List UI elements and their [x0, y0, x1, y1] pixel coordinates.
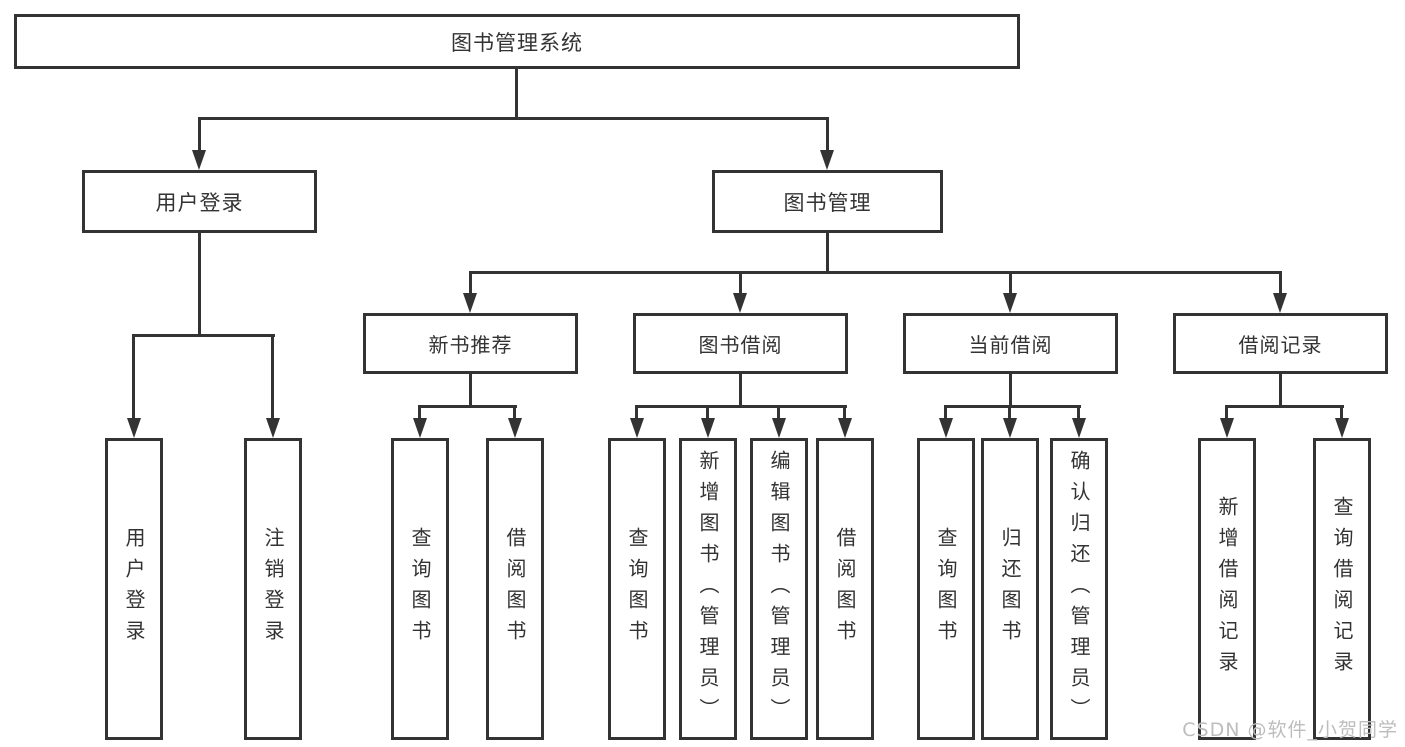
connector-stem [944, 405, 947, 422]
csdn-watermark: CSDN @软件_小贺同学 [1182, 719, 1398, 741]
connector-stem [843, 405, 846, 422]
node-book-management-label: 图书管理 [783, 190, 872, 215]
arrowhead [838, 418, 852, 438]
leaf-label: 新增借阅记录 [1215, 496, 1239, 682]
arrowhead [1220, 418, 1234, 438]
connector-user-login-trunk [198, 231, 201, 337]
connector-current-borrow-trunk [1009, 372, 1012, 408]
arrowhead-new-book-recommend [463, 293, 477, 313]
leaf-label: 归还图书 [998, 527, 1022, 651]
leaf-label: 查询图书 [408, 527, 432, 651]
arrowhead-leaf-user-login [127, 418, 141, 438]
node-current-borrow-label: 当前借阅 [968, 333, 1053, 357]
leaf-query-book-recommend: 查询图书 [391, 438, 449, 740]
arrowhead-leaf-logout [266, 418, 280, 438]
connector-stem [1340, 405, 1343, 422]
node-current-borrow: 当前借阅 [903, 313, 1118, 374]
connector-root-trunk [515, 68, 518, 119]
connector-stem [1225, 405, 1228, 422]
arrowhead-book-management [820, 150, 834, 170]
connector-root-branch [198, 117, 829, 120]
arrowhead [1072, 418, 1086, 438]
connector-borrow-record-trunk [1279, 372, 1282, 408]
connector-stem-new-book-recommend [469, 271, 472, 297]
connector-stem-user-login [198, 117, 201, 153]
arrowhead-current-borrow [1003, 293, 1017, 313]
connector-stem [777, 405, 780, 422]
arrowhead [939, 418, 953, 438]
connector-stem-book-management [826, 117, 829, 153]
node-user-login-label: 用户登录 [155, 190, 244, 215]
arrowhead [772, 418, 786, 438]
connector-stem [513, 405, 516, 422]
arrowhead [701, 418, 715, 438]
node-borrow-record-label: 借阅记录 [1238, 333, 1323, 357]
leaf-query-borrow-record: 查询借阅记录 [1313, 438, 1371, 740]
connector-stem-book-borrow [739, 271, 742, 297]
connector-current-borrow-branch [944, 405, 1081, 408]
leaf-label: 新增图书（管理员） [696, 449, 720, 729]
connector-user-login-branch [132, 334, 275, 337]
leaf-user-login: 用户登录 [105, 438, 163, 740]
leaf-label: 编辑图书（管理员） [767, 449, 791, 729]
leaf-query-book-borrow: 查询图书 [608, 438, 666, 740]
connector-stem [418, 405, 421, 422]
leaf-label: 查询图书 [934, 527, 958, 651]
arrowhead-book-borrow [733, 293, 747, 313]
node-book-management: 图书管理 [712, 170, 943, 233]
leaf-confirm-return-admin: 确认归还（管理员） [1050, 438, 1108, 740]
node-new-book-recommend-label: 新书推荐 [428, 333, 513, 357]
connector-stem [635, 405, 638, 422]
connector-book-management-branch [469, 271, 1282, 274]
leaf-label: 用户登录 [122, 527, 146, 651]
connector-borrow-record-branch [1225, 405, 1344, 408]
node-root-label: 图书管理系统 [451, 30, 583, 55]
connector-stem-leaf-logout [271, 334, 274, 422]
arrowhead [1003, 418, 1017, 438]
connector-stem-current-borrow [1009, 271, 1012, 297]
leaf-edit-book-admin: 编辑图书（管理员） [750, 438, 808, 740]
connector-stem-leaf-user-login [132, 334, 135, 422]
leaf-label: 借阅图书 [833, 527, 857, 651]
leaf-borrow-book: 借阅图书 [816, 438, 874, 740]
leaf-add-borrow-record: 新增借阅记录 [1198, 438, 1256, 740]
leaf-label: 借阅图书 [503, 527, 527, 651]
leaf-borrow-book-recommend: 借阅图书 [486, 438, 544, 740]
arrowhead [1335, 418, 1349, 438]
connector-stem [1008, 405, 1011, 422]
connector-stem [706, 405, 709, 422]
leaf-query-book-current: 查询图书 [917, 438, 975, 740]
connector-book-borrow-branch [635, 405, 847, 408]
connector-stem-borrow-record [1279, 271, 1282, 297]
node-new-book-recommend: 新书推荐 [363, 313, 578, 374]
connector-recommend-branch [418, 405, 517, 408]
connector-recommend-trunk [469, 372, 472, 408]
arrowhead-borrow-record [1273, 293, 1287, 313]
leaf-return-book: 归还图书 [981, 438, 1039, 740]
node-book-borrow: 图书借阅 [633, 313, 848, 374]
node-borrow-record: 借阅记录 [1173, 313, 1388, 374]
node-book-borrow-label: 图书借阅 [698, 333, 783, 357]
arrowhead [630, 418, 644, 438]
arrowhead-user-login [192, 150, 206, 170]
leaf-add-book-admin: 新增图书（管理员） [679, 438, 737, 740]
arrowhead [508, 418, 522, 438]
node-user-login: 用户登录 [82, 170, 317, 233]
leaf-logout: 注销登录 [244, 438, 302, 740]
connector-book-borrow-trunk [739, 372, 742, 408]
leaf-label: 查询借阅记录 [1330, 496, 1354, 682]
connector-stem [1077, 405, 1080, 422]
leaf-label: 确认归还（管理员） [1067, 449, 1091, 729]
leaf-label: 查询图书 [625, 527, 649, 651]
node-root: 图书管理系统 [14, 14, 1020, 69]
arrowhead [413, 418, 427, 438]
connector-book-management-trunk [826, 230, 829, 274]
leaf-label: 注销登录 [261, 527, 285, 651]
